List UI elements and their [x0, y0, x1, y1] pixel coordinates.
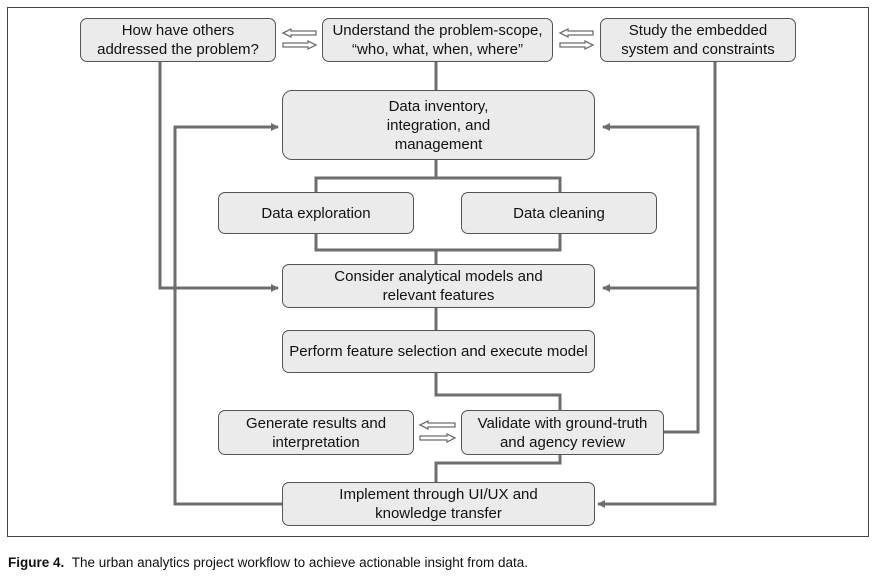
inventory-box: Data inventory, integration, and managem… — [282, 90, 595, 160]
others-box: How have others addressed the problem? — [80, 18, 276, 62]
exploration-box: Data exploration — [218, 192, 414, 234]
cleaning-box: Data cleaning — [461, 192, 657, 234]
double-arrow-to-validate — [419, 432, 457, 444]
double-arrow-right-top — [282, 39, 318, 51]
double-arrow-to-results — [418, 419, 456, 431]
scope-box: Understand the problem-scope, “who, what… — [322, 18, 553, 62]
split-branch-line — [314, 176, 562, 192]
validate-label: Validate with ground-truth and agency re… — [477, 414, 648, 451]
scope-label: Understand the problem-scope, “who, what… — [332, 22, 543, 58]
caption-label: Figure 4. — [8, 555, 65, 570]
double-arrow-left-top2 — [558, 27, 594, 39]
caption-text: The urban analytics project workflow to … — [71, 555, 529, 570]
embedded-box: Study the embedded system and constraint… — [600, 18, 796, 62]
double-arrow-left-top — [281, 27, 317, 39]
validate-box: Validate with ground-truth and agency re… — [461, 410, 664, 455]
implement-label: Implement through UI/UX and knowledge tr… — [339, 486, 538, 522]
double-arrow-right-top2 — [559, 39, 595, 51]
cleaning-label: Data cleaning — [513, 204, 605, 222]
selection-label: Perform feature selection and execute mo… — [289, 343, 588, 360]
exploration-label: Data exploration — [261, 204, 371, 222]
merge-branch-line — [314, 234, 562, 252]
embedded-label: Study the embedded system and constraint… — [621, 22, 775, 58]
results-box: Generate results and interpretation — [218, 410, 414, 455]
validate-to-implement-line — [434, 455, 562, 482]
results-label: Generate results and interpretation — [245, 414, 387, 451]
selection-box: Perform feature selection and execute mo… — [282, 330, 595, 373]
embedded-to-implement-line — [597, 62, 717, 508]
inventory-label: Data inventory, integration, and managem… — [386, 97, 491, 153]
implement-box: Implement through UI/UX and knowledge tr… — [282, 482, 595, 526]
others-to-models-line — [158, 62, 279, 292]
others-label: How have others addressed the problem? — [97, 22, 259, 58]
models-box: Consider analytical models and relevant … — [282, 264, 595, 308]
validate-to-inventory-loop — [602, 123, 700, 434]
models-label: Consider analytical models and relevant … — [334, 268, 543, 304]
implement-to-inventory-loop — [173, 123, 282, 506]
figure-caption: Figure 4. The urban analytics project wo… — [8, 555, 528, 570]
selection-to-validate-line — [434, 373, 562, 410]
